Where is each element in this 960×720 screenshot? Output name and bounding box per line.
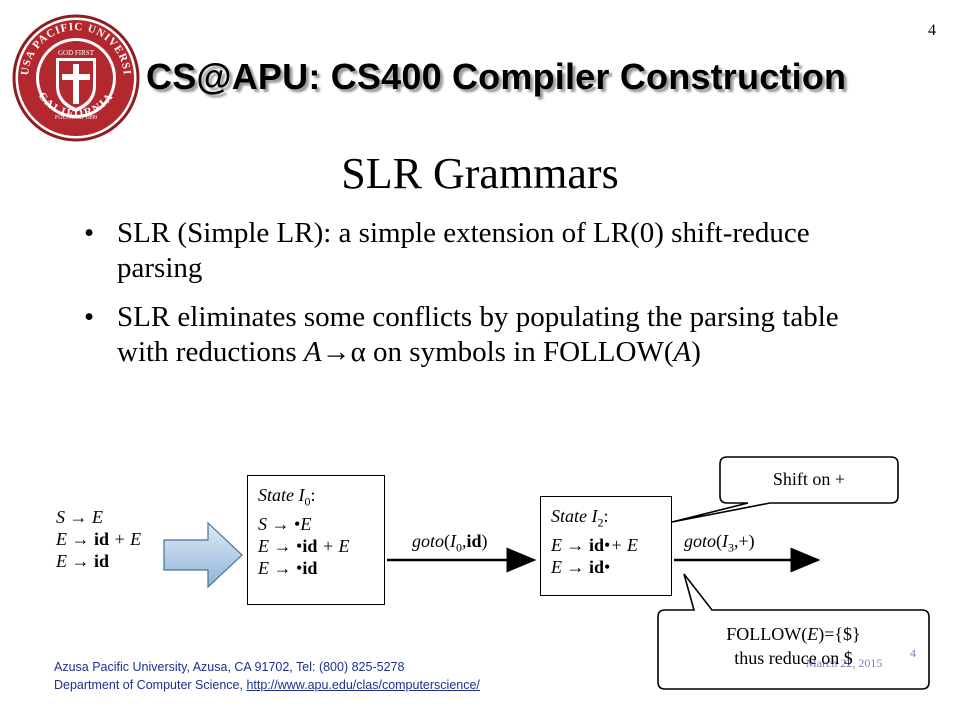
page-number-top: 4	[928, 22, 936, 39]
production-lhs: A	[303, 336, 322, 368]
bullet-dot-icon: •	[84, 301, 95, 333]
grammar-rule: E → id + E	[56, 529, 142, 549]
logo-founded: FOUNDED 1899	[55, 115, 97, 121]
lr-item: E → id•+ E	[551, 534, 638, 555]
lr-item: S → •E	[258, 513, 312, 534]
footer-date: March 22, 2015	[806, 656, 883, 670]
goto-label-2: goto(I3,+)	[684, 531, 755, 555]
follow-line-1: FOLLOW(E)={$}	[726, 624, 861, 644]
grammar-rules: S → E E → id + E E → id	[56, 506, 141, 572]
bullet-text-prefix: SLR eliminates some conflicts by populat…	[117, 301, 839, 368]
page-number-bottom: 4	[910, 646, 916, 660]
follow-callout-text: FOLLOW(E)={$} thus reduce on $	[658, 622, 929, 670]
footer-department: Department of Computer Science, http://w…	[54, 678, 480, 692]
university-seal-logo: AZUSA PACIFIC UNIVERSITY CALIFORNIA GOD …	[8, 5, 140, 142]
lr-item: E → •id	[258, 557, 318, 578]
state-i2-title: State I2:	[551, 506, 609, 530]
bullet-list: • SLR (Simple LR): a simple extension of…	[84, 216, 884, 384]
bullet-text-suffix: )	[691, 336, 701, 368]
slide-title: SLR Grammars	[341, 149, 619, 198]
course-title: CS@APU: CS400 Compiler Construction	[146, 56, 847, 97]
bullet-text-middle: on symbols in FOLLOW(	[365, 336, 674, 368]
bullet-item: • SLR eliminates some conflicts by popul…	[84, 300, 884, 370]
logo-motto: GOD FIRST	[58, 49, 95, 57]
lr-item: E → •id + E	[258, 535, 350, 556]
grammar-rule: S → E	[56, 507, 103, 527]
state-i0-box: State I0: S → •E E → •id + E E → •id	[247, 475, 385, 605]
follow-callout-shape	[657, 573, 930, 690]
alpha-symbol: α	[350, 336, 366, 368]
shift-callout-text: Shift on +	[772, 469, 846, 489]
bullet-text: SLR (Simple LR): a simple extension of L…	[117, 217, 810, 284]
shift-callout-shape	[671, 456, 899, 523]
department-link[interactable]: http://www.apu.edu/clas/computerscience/	[246, 678, 480, 692]
footer-address: Azusa Pacific University, Azusa, CA 9170…	[54, 660, 405, 674]
state-i2-box: State I2: E → id•+ E E → id•	[540, 496, 672, 596]
follow-line-2: thus reduce on $	[734, 648, 853, 668]
follow-arg: A	[673, 336, 692, 368]
goto-label-1: goto(I0,id)	[412, 531, 488, 555]
bullet-item: • SLR (Simple LR): a simple extension of…	[84, 216, 884, 286]
grammar-rule: E → id	[56, 551, 110, 571]
bullet-dot-icon: •	[84, 217, 95, 249]
lr-item: E → id•	[551, 556, 611, 577]
block-arrow-icon	[162, 520, 244, 590]
arrow-symbol: →	[321, 336, 351, 368]
state-i0-title: State I0:	[258, 485, 316, 509]
